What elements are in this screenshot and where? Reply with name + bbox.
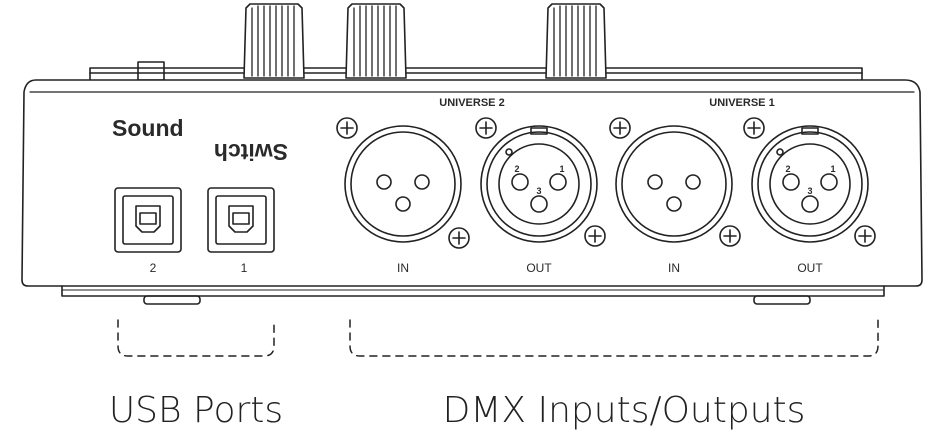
usb-port-label-1: 1 bbox=[241, 261, 248, 275]
knob-left bbox=[243, 3, 305, 79]
usb-port-label-2: 2 bbox=[150, 261, 157, 275]
screw-3 bbox=[609, 117, 631, 139]
universe-1-dmx-in-connector bbox=[615, 125, 733, 243]
universe-1-out-label: OUT bbox=[797, 261, 823, 275]
device-body bbox=[21, 79, 923, 297]
universe-2-in-label: IN bbox=[397, 261, 409, 275]
knob-right bbox=[545, 3, 607, 79]
brand-word-sound: Sound bbox=[112, 115, 184, 141]
usb-port-1 bbox=[207, 187, 275, 253]
universe-2-dmx-in-connector bbox=[344, 125, 462, 243]
screw-1 bbox=[336, 117, 358, 139]
screw-7 bbox=[719, 225, 741, 247]
dmx-ports-bracket bbox=[349, 319, 879, 357]
brand-word-switch: Switch bbox=[214, 139, 288, 165]
usb-ports-callout: USB Ports bbox=[109, 390, 283, 431]
screw-8 bbox=[854, 225, 876, 247]
rubber-foot-left bbox=[143, 295, 201, 305]
screw-5 bbox=[448, 227, 470, 249]
universe-1-pin-label-1: 1 bbox=[830, 164, 835, 174]
universe-2-pin-label-2: 2 bbox=[514, 164, 519, 174]
dmx-ports-callout: DMX Inputs/Outputs bbox=[443, 390, 806, 431]
universe-2-pin-label-1: 1 bbox=[559, 164, 564, 174]
screw-4 bbox=[743, 117, 765, 139]
universe-1-pin-label-3: 3 bbox=[807, 186, 812, 196]
knob-middle bbox=[345, 3, 407, 79]
universe-1-title: UNIVERSE 1 bbox=[709, 97, 774, 109]
universe-2-title: UNIVERSE 2 bbox=[439, 97, 504, 109]
top-rail bbox=[89, 61, 863, 81]
universe-1-dmx-out-connector bbox=[751, 125, 869, 243]
screw-6 bbox=[584, 225, 606, 247]
universe-2-pin-label-3: 3 bbox=[536, 186, 541, 196]
usb-ports-bracket bbox=[117, 319, 275, 357]
rubber-foot-right bbox=[753, 295, 811, 305]
screw-2 bbox=[475, 117, 497, 139]
universe-2-out-label: OUT bbox=[526, 261, 552, 275]
universe-1-in-label: IN bbox=[668, 261, 680, 275]
universe-2-dmx-out-connector bbox=[480, 125, 598, 243]
universe-1-pin-label-2: 2 bbox=[785, 164, 790, 174]
usb-port-2 bbox=[114, 187, 182, 253]
